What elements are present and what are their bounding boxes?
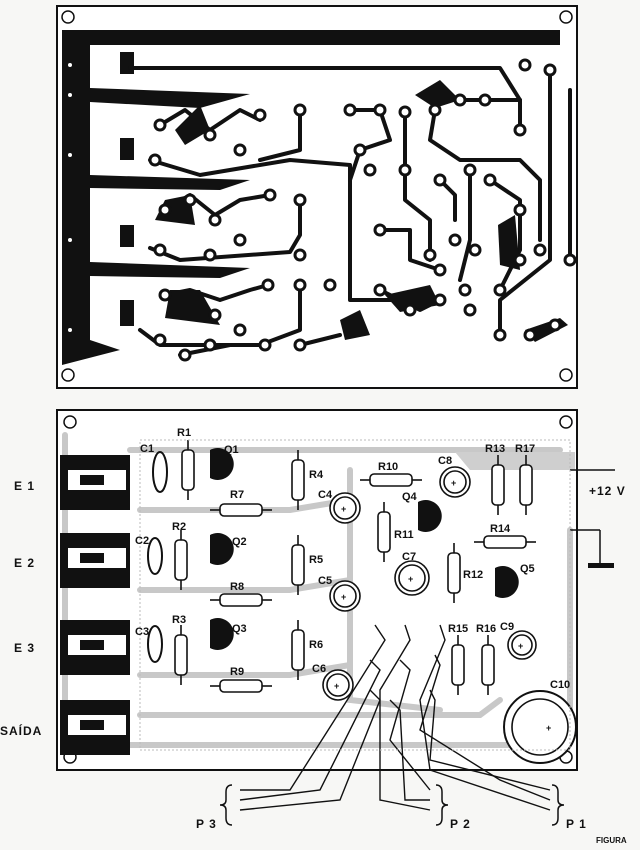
jack-pad <box>120 138 134 160</box>
ground-symbol <box>588 563 614 568</box>
mounting-hole <box>63 415 77 429</box>
svg-text:+: + <box>518 641 523 651</box>
electrolytic-capacitors <box>322 466 577 764</box>
label-r3: R3 <box>172 614 186 626</box>
copper-area <box>90 88 250 108</box>
label-r4: R4 <box>309 469 324 481</box>
label-r13: R13 <box>485 443 505 455</box>
label-p3: P 3 <box>196 817 217 831</box>
label-r11: R11 <box>394 529 414 541</box>
label-c10: C10 <box>550 679 570 691</box>
mounting-hole <box>559 415 573 429</box>
copper-area <box>90 175 250 190</box>
svg-text:+: + <box>451 478 456 488</box>
label-q4: Q4 <box>402 491 418 503</box>
label-r17: R17 <box>515 443 535 455</box>
label-r12: R12 <box>463 569 483 581</box>
label-r16: R16 <box>476 623 496 635</box>
label-e3: E 3 <box>14 641 35 655</box>
label-p1: P 1 <box>566 817 587 831</box>
label-c1: C1 <box>140 443 154 455</box>
mounting-hole <box>559 10 573 24</box>
jack-e1 <box>60 455 130 510</box>
label-c7: C7 <box>402 551 416 563</box>
capacitor-c2 <box>147 537 163 575</box>
label-c8: C8 <box>438 455 452 467</box>
copper-traces <box>128 66 572 357</box>
mounting-hole <box>61 10 75 24</box>
figure-caption: FIGURA <box>596 836 627 845</box>
label-r5: R5 <box>309 554 323 566</box>
label-r2: R2 <box>172 521 186 533</box>
copper-layout-board <box>56 5 578 389</box>
svg-text:+: + <box>408 574 413 584</box>
label-r8: R8 <box>230 581 244 593</box>
label-q2: Q2 <box>232 536 247 548</box>
capacitor-c3 <box>147 625 163 663</box>
svg-text:+: + <box>341 504 346 514</box>
label-c3: C3 <box>135 626 149 638</box>
jack-e2 <box>60 533 130 588</box>
label-r6: R6 <box>309 639 323 651</box>
label-q5: Q5 <box>520 563 535 575</box>
mounting-hole <box>559 368 573 382</box>
svg-text:+: + <box>341 592 346 602</box>
label-r9: R9 <box>230 666 244 678</box>
polarity-marks: + + + + + + + <box>334 478 551 733</box>
label-c4: C4 <box>318 489 333 501</box>
svg-text:+: + <box>546 723 551 733</box>
label-saida: SAÍDA <box>0 723 42 738</box>
label-e2: E 2 <box>14 556 35 570</box>
connector-labels: E 1 E 2 E 3 SAÍDA +12 V P 1 P 2 P 3 FIGU… <box>0 479 627 845</box>
label-e1: E 1 <box>14 479 35 493</box>
label-c2: C2 <box>135 535 149 547</box>
copper-area <box>90 262 250 278</box>
resistors-vertical <box>174 440 533 695</box>
component-labels: R1 R2 R3 R4 R5 R6 R7 R8 R9 R10 R11 R12 R… <box>135 427 570 691</box>
resistors-horizontal <box>210 473 536 693</box>
svg-text:+: + <box>334 681 339 691</box>
label-r1: R1 <box>177 427 191 439</box>
label-c6: C6 <box>312 663 326 675</box>
label-r15: R15 <box>448 623 468 635</box>
jack-e3 <box>60 620 130 675</box>
label-r7: R7 <box>230 489 244 501</box>
label-c5: C5 <box>318 575 332 587</box>
label-supply: +12 V <box>589 484 626 498</box>
label-r10: R10 <box>378 461 398 473</box>
jack-pad <box>120 52 134 74</box>
jack-saida <box>60 700 130 755</box>
jack-pad <box>120 225 134 247</box>
jack-pad <box>120 300 134 326</box>
transistors <box>210 448 519 650</box>
label-r14: R14 <box>490 523 511 535</box>
label-q1: Q1 <box>224 444 239 456</box>
label-q3: Q3 <box>232 623 247 635</box>
braces <box>219 784 565 826</box>
mounting-hole <box>61 368 75 382</box>
solder-pads <box>148 58 577 362</box>
component-layout-board: + + + + + + + <box>56 409 615 811</box>
label-p2: P 2 <box>450 817 471 831</box>
capacitor-c1 <box>152 451 168 493</box>
label-c9: C9 <box>500 621 514 633</box>
